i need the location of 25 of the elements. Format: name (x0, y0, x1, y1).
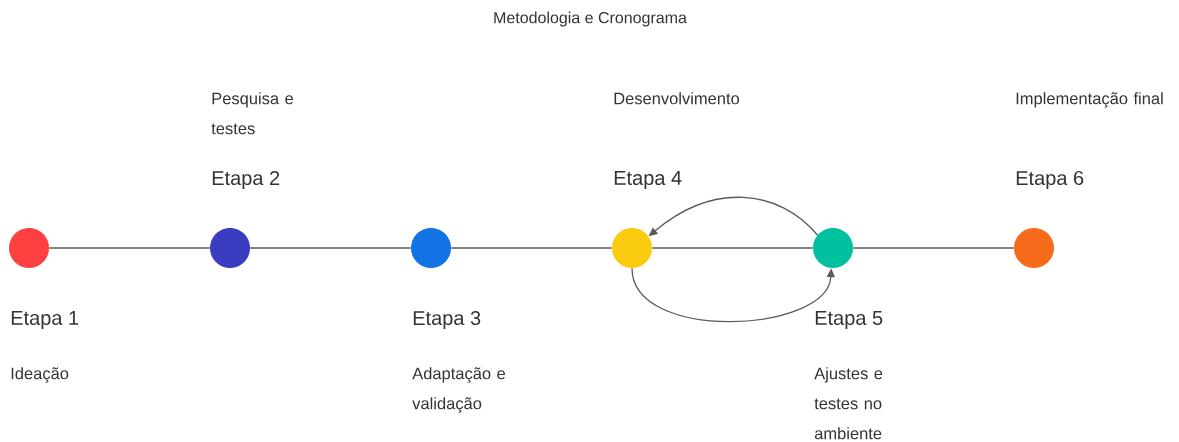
stage-label: Etapa 3 (413, 310, 481, 330)
connector-line (48, 247, 211, 249)
stage-label: Etapa 5 (815, 311, 883, 329)
connector-line (450, 247, 613, 249)
stage-dot (612, 228, 652, 268)
connector-line (852, 247, 1015, 249)
stage-description: Adaptação e validação (412, 367, 505, 413)
stage-label: Etapa 4 (614, 171, 682, 189)
stage-description: Pesquisa e testes (211, 92, 293, 135)
title: Metodologia e Cronograma (494, 11, 687, 27)
stage-label: Etapa 1 (11, 311, 79, 329)
stage-dot (411, 228, 451, 268)
stage-description: Implementação final (1016, 92, 1163, 108)
stage-dot (1014, 228, 1054, 268)
stage-description: Ideação (11, 367, 69, 383)
stage-label: Etapa 2 (212, 170, 280, 190)
stage-dot (813, 228, 853, 268)
stage-dot (210, 228, 250, 268)
stage-label: Etapa 6 (1016, 170, 1084, 190)
connector-line (249, 247, 412, 249)
connector-line (651, 247, 814, 249)
stage-dot (9, 228, 49, 268)
stage-description: Ajustes e testes no ambiente (814, 367, 883, 440)
stage-description: Desenvolvimento (614, 92, 740, 105)
curved-arrow (631, 267, 835, 323)
